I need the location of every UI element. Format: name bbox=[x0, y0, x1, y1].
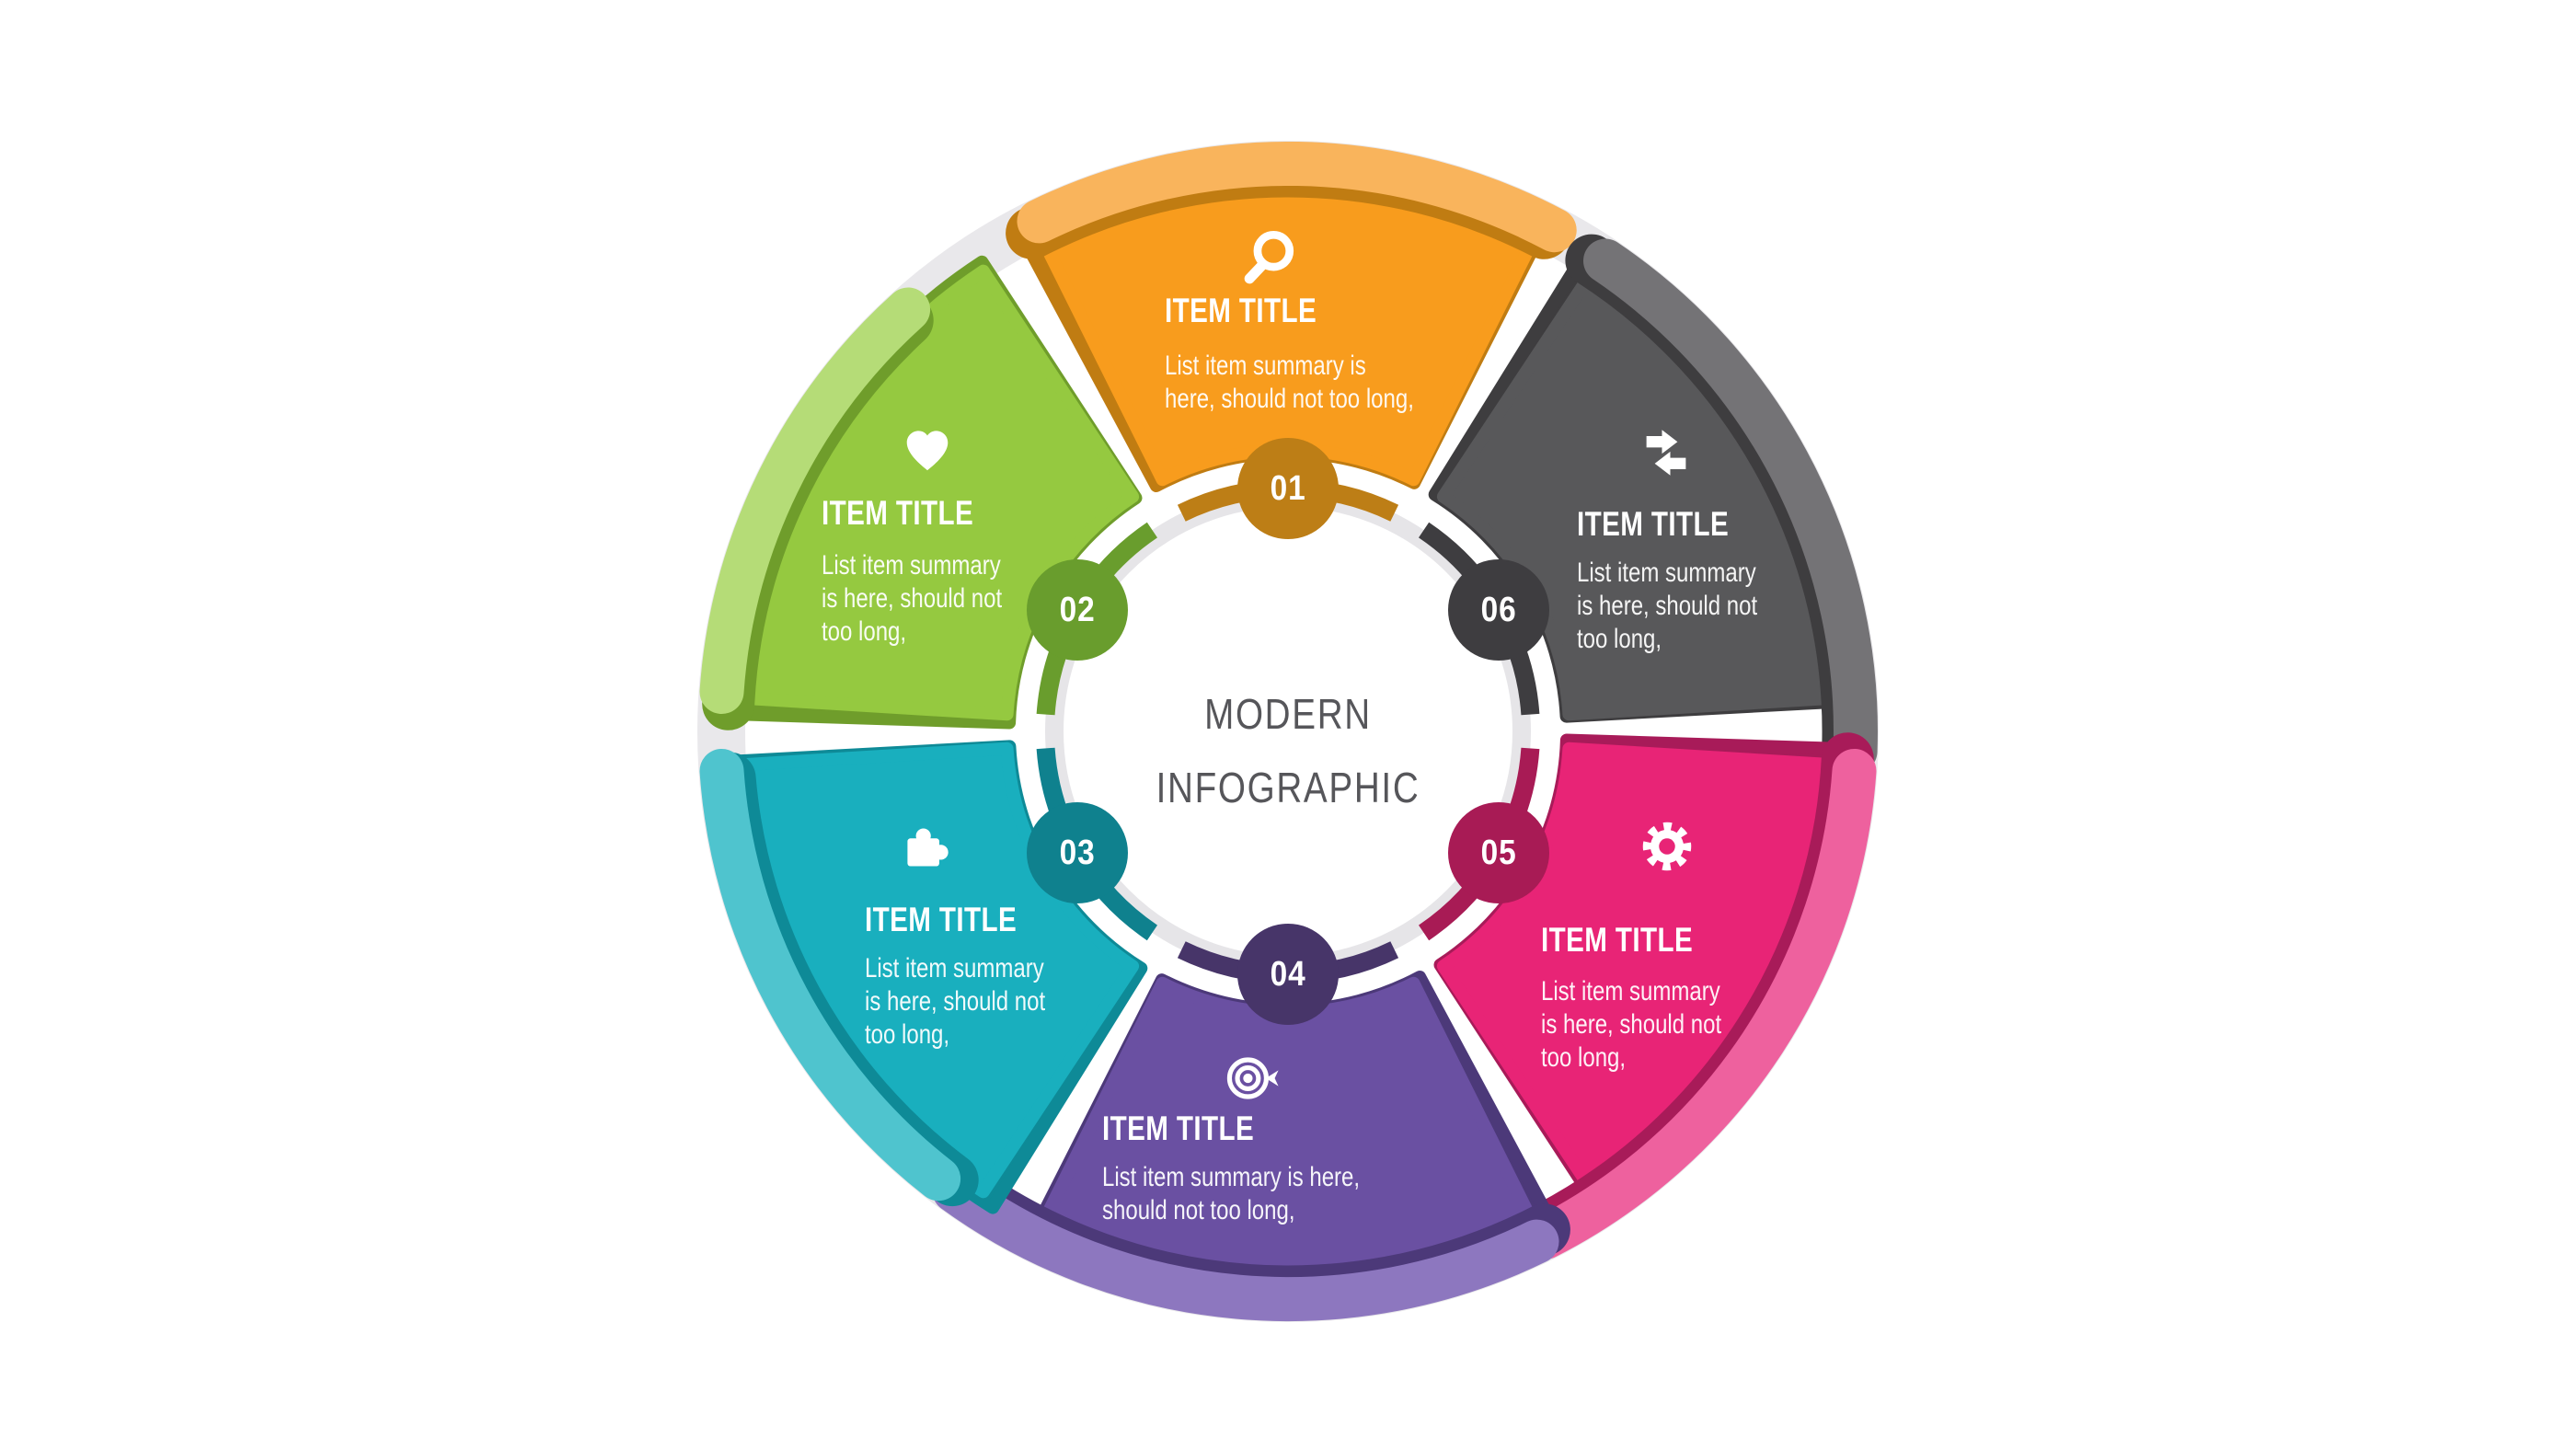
center-title: MODERN INFOGRAPHIC bbox=[979, 677, 1597, 824]
badge-03: 03 bbox=[1027, 802, 1128, 903]
segment-06-title: ITEM TITLE bbox=[1577, 505, 1730, 543]
summary-line: List item summary bbox=[822, 550, 1001, 581]
segment-06-summary: List item summary is here, should not to… bbox=[1577, 557, 1757, 656]
swap-arrows-icon bbox=[1646, 430, 1686, 476]
badge-03-number: 03 bbox=[1059, 833, 1096, 872]
badge-01: 01 bbox=[1237, 438, 1339, 539]
badge-01-number: 01 bbox=[1270, 468, 1306, 508]
target-icon bbox=[1226, 1057, 1279, 1099]
summary-line: List item summary bbox=[1541, 976, 1720, 1006]
summary-line: too long, bbox=[1577, 624, 1662, 654]
summary-line: too long, bbox=[1541, 1042, 1627, 1073]
summary-line: is here, should not bbox=[1577, 591, 1758, 621]
segment-01-summary: List item summary is here, should not to… bbox=[1165, 350, 1414, 416]
segment-05-summary: List item summary is here, should not to… bbox=[1541, 975, 1721, 1075]
segment-03-title: ITEM TITLE bbox=[865, 901, 1018, 938]
search-icon bbox=[1244, 230, 1294, 284]
badge-06: 06 bbox=[1448, 559, 1549, 661]
summary-line: List item summary is bbox=[1165, 351, 1366, 381]
summary-line: too long, bbox=[865, 1019, 950, 1050]
summary-line: List item summary bbox=[865, 953, 1044, 983]
summary-line: List item summary is here, bbox=[1102, 1162, 1361, 1192]
segment-03-summary: List item summary is here, should not to… bbox=[865, 952, 1045, 1052]
center-title-line1: MODERN bbox=[1204, 690, 1372, 738]
gear-icon bbox=[1642, 822, 1692, 871]
segment-04-title: ITEM TITLE bbox=[1102, 1110, 1255, 1147]
summary-line: is here, should not bbox=[865, 986, 1046, 1017]
segment-02-title: ITEM TITLE bbox=[822, 494, 974, 532]
summary-line: too long, bbox=[822, 616, 907, 647]
summary-line: is here, should not bbox=[822, 583, 1003, 614]
summary-line: is here, should not bbox=[1541, 1009, 1722, 1040]
segment-02-summary: List item summary is here, should not to… bbox=[822, 549, 1002, 649]
puzzle-icon bbox=[907, 828, 949, 867]
badge-02: 02 bbox=[1027, 559, 1128, 661]
badge-02-number: 02 bbox=[1059, 590, 1096, 629]
badge-04: 04 bbox=[1237, 924, 1339, 1025]
badge-05: 05 bbox=[1448, 802, 1549, 903]
badge-04-number: 04 bbox=[1270, 954, 1306, 994]
segment-04-summary: List item summary is here, should not to… bbox=[1102, 1161, 1360, 1227]
summary-line: List item summary bbox=[1577, 558, 1756, 588]
heart-icon bbox=[906, 431, 949, 471]
segment-01-title: ITEM TITLE bbox=[1165, 292, 1317, 329]
summary-line: here, should not too long, bbox=[1165, 384, 1414, 414]
segment-05-title: ITEM TITLE bbox=[1541, 921, 1694, 959]
badge-06-number: 06 bbox=[1480, 590, 1517, 629]
badge-05-number: 05 bbox=[1480, 833, 1517, 872]
summary-line: should not too long, bbox=[1102, 1195, 1295, 1225]
center-title-line2: INFOGRAPHIC bbox=[1156, 764, 1420, 811]
